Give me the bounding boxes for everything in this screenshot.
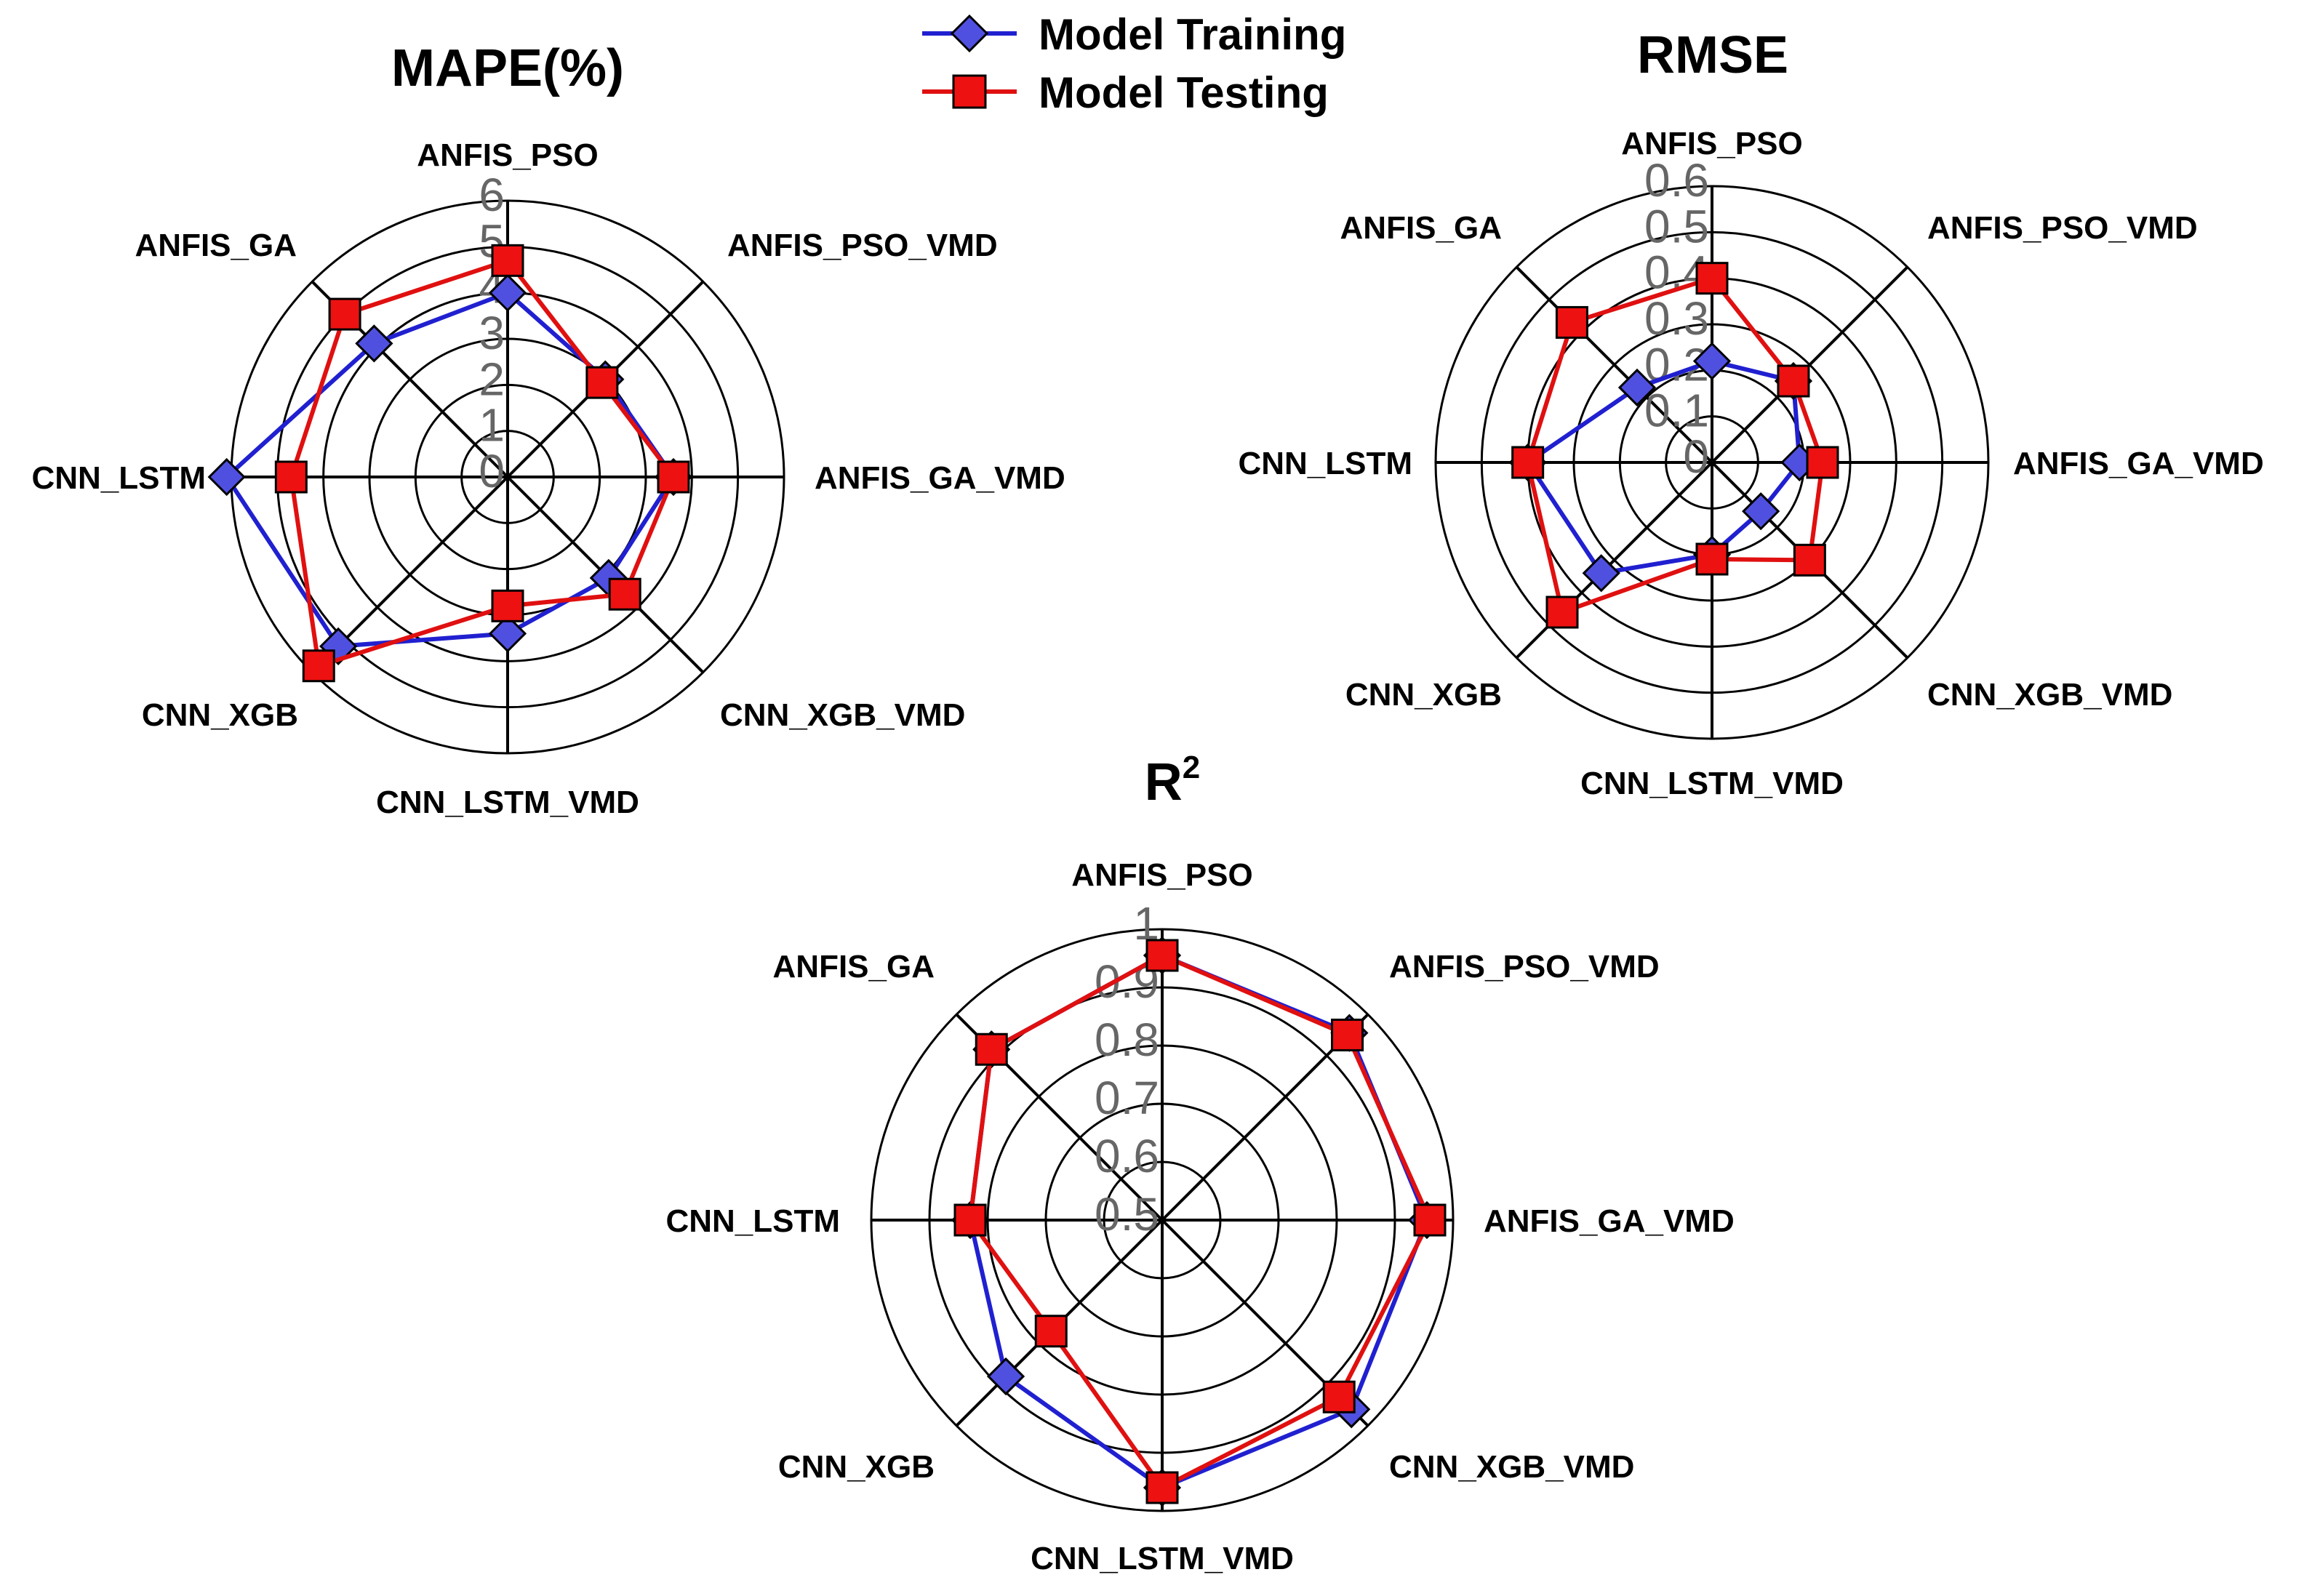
rmse-category-label: CNN_LSTM [1238,446,1412,481]
mape-category-label: ANFIS_PSO_VMD [727,228,998,263]
r2-tick-label: 0.7 [1095,1072,1159,1124]
rmse-tick-label: 0.1 [1644,385,1709,437]
r2-testing-point [975,1032,1008,1066]
r2-category-labels: ANFIS_PSO ANFIS_PSO_VMD ANFIS_GA_VMD CNN_XG… [665,857,1734,1576]
rmse-category-label: ANFIS_GA_VMD [2013,446,2264,481]
mape-testing-point [302,649,335,683]
mape-tick-label: 6 [479,169,505,221]
r2-category-label: ANFIS_PSO_VMD [1389,949,1660,985]
rmse-testing-point [1555,305,1588,339]
mape-testing-series [274,244,690,683]
r2-category-label: CNN_LSTM_VMD [1031,1541,1294,1576]
mape-tick-label: 3 [479,307,505,359]
rmse-training-point [1692,342,1732,380]
r2-testing-series [953,939,1447,1504]
mape-category-label: CNN_LSTM_VMD [376,785,639,820]
rmse-testing-point [1806,446,1839,479]
rmse-testing-series [1511,262,1839,629]
mape-category-label: ANFIS_GA_VMD [815,460,1065,496]
mape-training-point [488,273,527,312]
mape-testing-point [608,577,641,611]
mape-category-labels: ANFIS_PSO ANFIS_PSO_VMD ANFIS_GA_VMD CNN_XG… [31,137,1065,820]
rmse-category-label: CNN_XGB_VMD [1927,677,2172,713]
rmse-tick-label: 0.3 [1644,292,1709,345]
rmse-tick-labels: 00.10.20.30.40.50.6 [1644,154,1709,483]
rmse-training-point [1742,492,1780,531]
rmse-testing-point [1511,446,1545,479]
r2-category-label: ANFIS_GA_VMD [1484,1203,1735,1239]
rmse-category-label: ANFIS_PSO [1621,126,1802,161]
rmse-category-label: ANFIS_PSO_VMD [1927,210,2198,246]
rmse-category-labels: ANFIS_PSO ANFIS_PSO_VMD ANFIS_GA_VMD CNN_XG… [1238,126,2263,801]
rmse-training-point [1582,554,1620,593]
rmse-category-label: ANFIS_GA [1340,210,1502,246]
mape-testing-point [585,366,619,399]
rmse-tick-label: 0.6 [1644,154,1709,206]
r2-category-label: ANFIS_PSO [1071,857,1252,893]
legend-testing-marker [952,74,987,109]
r2-radar-chart: 0.50.60.70.80.91ANFIS_PSOANFIS_PSO_VMDAN… [665,750,1734,1576]
r2-tick-label: 0.8 [1095,1014,1159,1066]
mape-category-label: CNN_XGB_VMD [720,697,965,733]
mape-tick-label: 1 [479,399,505,452]
r2-chart-title-base: R [1145,753,1183,811]
mape-testing-point [274,460,308,494]
rmse-training-point [1617,368,1657,407]
mape-testing-point [657,460,690,494]
rmse-testing-point [1545,596,1579,629]
rmse-radar-chart: 00.10.20.30.40.50.6ANFIS_PSOANFIS_PSO_VM… [1238,26,2263,801]
r2-tick-label: 0.5 [1095,1188,1159,1240]
rmse-chart-title: RMSE [1637,26,1788,84]
mape-category-label: CNN_LSTM [31,460,206,496]
mape-testing-point [491,589,524,622]
legend-testing-label: Model Testing [1039,68,1329,117]
r2-category-label: CNN_XGB [778,1449,935,1485]
r2-testing-point [1322,1380,1356,1413]
mape-category-label: ANFIS_GA [135,228,297,263]
legend-training-marker [950,14,989,53]
mape-training-point [207,457,246,497]
r2-category-label: CNN_LSTM [665,1203,840,1239]
rmse-testing-point [1695,542,1729,576]
r2-testing-point [1331,1018,1364,1051]
mape-tick-label: 2 [479,353,505,405]
r2-testing-point [1145,1471,1179,1504]
mape-tick-label: 0 [479,445,505,497]
r2-testing-point [1413,1203,1447,1237]
mape-category-label: CNN_XGB [142,697,298,733]
mape-training-point [488,614,527,653]
r2-testing-point [1034,1315,1068,1348]
rmse-testing-point [1695,262,1729,295]
rmse-testing-point [1793,543,1826,577]
rmse-spoke [1515,265,1713,464]
r2-training-point [986,1357,1025,1396]
mape-testing-point [491,244,524,277]
legend: Model Training Model Testing [922,10,1346,117]
r2-tick-label: 0.6 [1095,1130,1159,1182]
r2-category-label: ANFIS_GA [773,949,935,985]
mape-category-label: ANFIS_PSO [417,137,598,173]
rmse-category-label: CNN_XGB [1345,677,1502,713]
rmse-tick-label: 0.5 [1644,200,1709,252]
mape-chart-title: MAPE(%) [391,39,624,97]
rmse-category-label: CNN_LSTM_VMD [1580,766,1844,801]
rmse-tick-label: 0 [1683,430,1709,483]
mape-training-point [355,324,393,363]
mape-testing-point [328,297,361,331]
r2-chart-title: R2 [1145,750,1200,811]
r2-testing-point [1145,939,1179,972]
r2-chart-title-superscript: 2 [1183,750,1200,785]
legend-training-label: Model Training [1039,10,1346,59]
rmse-testing-point [1777,364,1810,398]
r2-category-label: CNN_XGB_VMD [1389,1449,1634,1485]
r2-testing-point [953,1203,987,1237]
